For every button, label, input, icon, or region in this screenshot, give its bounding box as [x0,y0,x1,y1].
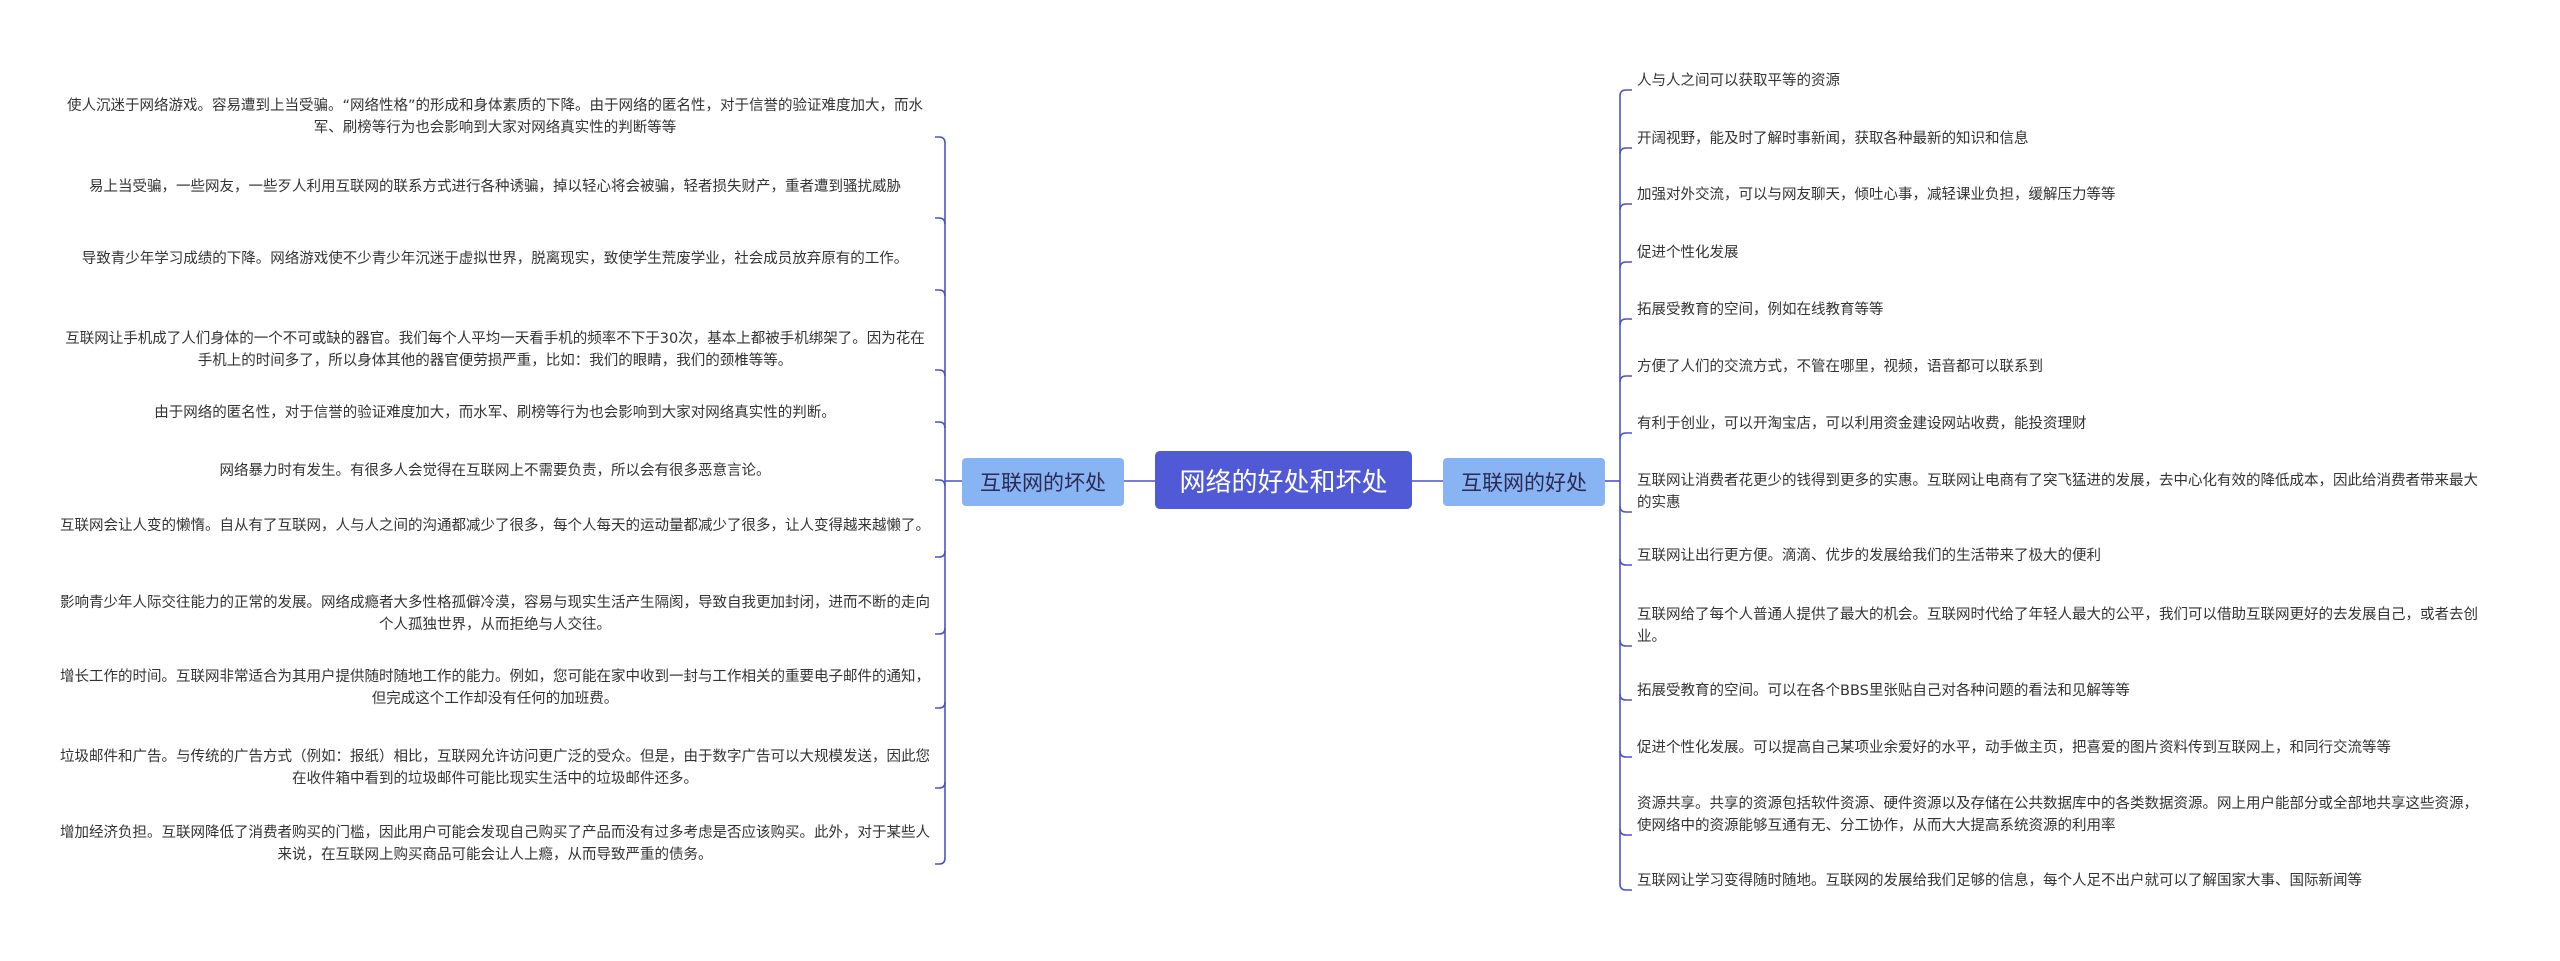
advantage-item[interactable]: 人与人之间可以获取平等的资源 [1637,73,1840,89]
branch-advantages[interactable]: 互联网的好处 [1443,458,1605,506]
disadvantage-item[interactable]: 互联网会让人变的懒惰。自从有了互联网，人与人之间的沟通都减少了很多，每个人每天的… [60,518,930,534]
connector-right-leaf [1619,639,1632,647]
disadvantage-item[interactable]: 由于网络的匿名性，对于信誉的验证难度加大，而水军、刷榜等行为也会影响到大家对网络… [154,405,836,421]
connector-right-leaf [1619,318,1632,326]
advantage-item[interactable]: 开阔视野，能及时了解时事新闻，获取各种最新的知识和信息 [1637,131,2029,147]
connector-right-leaf [1619,505,1632,513]
connector-left-leaf [935,627,946,635]
connector-left-leaf [935,289,946,297]
advantage-item[interactable]: 有利于创业，可以开淘宝店，可以利用资金建设网站收费，能投资理财 [1637,416,2087,432]
connector-left-leaf [935,421,946,429]
connector-right-leaf [1619,750,1632,758]
connector-right-leaf [1619,261,1632,269]
disadvantage-item[interactable]: 影响青少年人际交往能力的正常的发展。网络成瘾者大多性格孤僻冷漠，容易与现实生活产… [60,595,930,633]
central-topic[interactable]: 网络的好处和坏处 [1155,451,1412,509]
advantage-item[interactable]: 拓展受教育的空间，例如在线教育等等 [1637,302,1884,318]
advantage-item[interactable]: 方便了人们的交流方式，不管在哪里，视频，语音都可以联系到 [1637,359,2043,375]
connector-right-leaf [1619,203,1632,211]
advantage-item[interactable]: 互联网让出行更方便。滴滴、优步的发展给我们的生活带来了极大的便利 [1637,548,2101,564]
connector-left-leaf [935,479,946,487]
disadvantage-item[interactable]: 增长工作的时间。互联网非常适合为其用户提供随时随地工作的能力。例如，您可能在家中… [60,669,930,707]
connector-right-leaf [1619,558,1632,566]
branch-disadvantages[interactable]: 互联网的坏处 [962,458,1124,506]
advantage-item[interactable]: 拓展受教育的空间。可以在各个BBS里张贴自己对各种问题的看法和见解等等 [1637,683,2130,699]
connector-left-leaf [935,136,946,144]
connector-right-leaf [1619,147,1632,155]
advantage-item[interactable]: 促进个性化发展。可以提高自己某项业余爱好的水平，动手做主页，把喜爱的图片资料传到… [1637,740,2391,756]
connector-right-leaf [1619,432,1632,440]
disadvantage-item[interactable]: 垃圾邮件和广告。与传统的广告方式（例如：报纸）相比，互联网允许访问更广泛的受众。… [60,749,930,787]
connector-right-leaf [1619,828,1632,836]
advantage-item[interactable]: 加强对外交流，可以与网友聊天，倾吐心事，减轻课业负担，缓解压力等等 [1637,187,2116,203]
connector-right-leaf [1619,375,1632,383]
disadvantage-item[interactable]: 增加经济负担。互联网降低了消费者购买的门槛，因此用户可能会发现自己购买了产品而没… [60,825,930,863]
connector-left-leaf [935,369,946,377]
connector-left-leaf [935,217,946,225]
connector-right-leaf [1619,693,1632,701]
connector-right-leaf [1619,89,1632,97]
connector-right-leaf [1619,883,1632,891]
advantage-item[interactable]: 促进个性化发展 [1637,245,1739,261]
disadvantage-item[interactable]: 使人沉迷于网络游戏。容易遭到上当受骗。“网络性格”的形成和身体素质的下降。由于网… [66,98,924,136]
advantage-item[interactable]: 互联网给了每个人普通人提供了最大的机会。互联网时代给了年轻人最大的公平，我们可以… [1637,607,2478,645]
connector-left-leaf [935,857,946,865]
advantage-item[interactable]: 资源共享。共享的资源包括软件资源、硬件资源以及存储在公共数据库中的各类数据资源。… [1637,796,2478,834]
advantage-item[interactable]: 互联网让学习变得随时随地。互联网的发展给我们足够的信息，每个人足不出户就可以了解… [1637,873,2362,889]
disadvantage-item[interactable]: 互联网让手机成了人们身体的一个不可或缺的器官。我们每个人平均一天看手机的频率不下… [65,331,925,369]
connector-left-leaf [935,781,946,789]
disadvantage-item[interactable]: 网络暴力时有发生。有很多人会觉得在互联网上不需要负责，所以会有很多恶意言论。 [219,463,771,479]
disadvantage-item[interactable]: 易上当受骗，一些网友，一些歹人利用互联网的联系方式进行各种诱骗，掉以轻心将会被骗… [89,179,901,195]
disadvantage-item[interactable]: 导致青少年学习成绩的下降。网络游戏使不少青少年沉迷于虚拟世界，脱离现实，致使学生… [81,251,909,267]
connector-left-leaf [935,701,946,709]
advantage-item[interactable]: 互联网让消费者花更少的钱得到更多的实惠。互联网让电商有了突飞猛进的发展，去中心化… [1637,473,2478,511]
connector-left-leaf [935,550,946,558]
